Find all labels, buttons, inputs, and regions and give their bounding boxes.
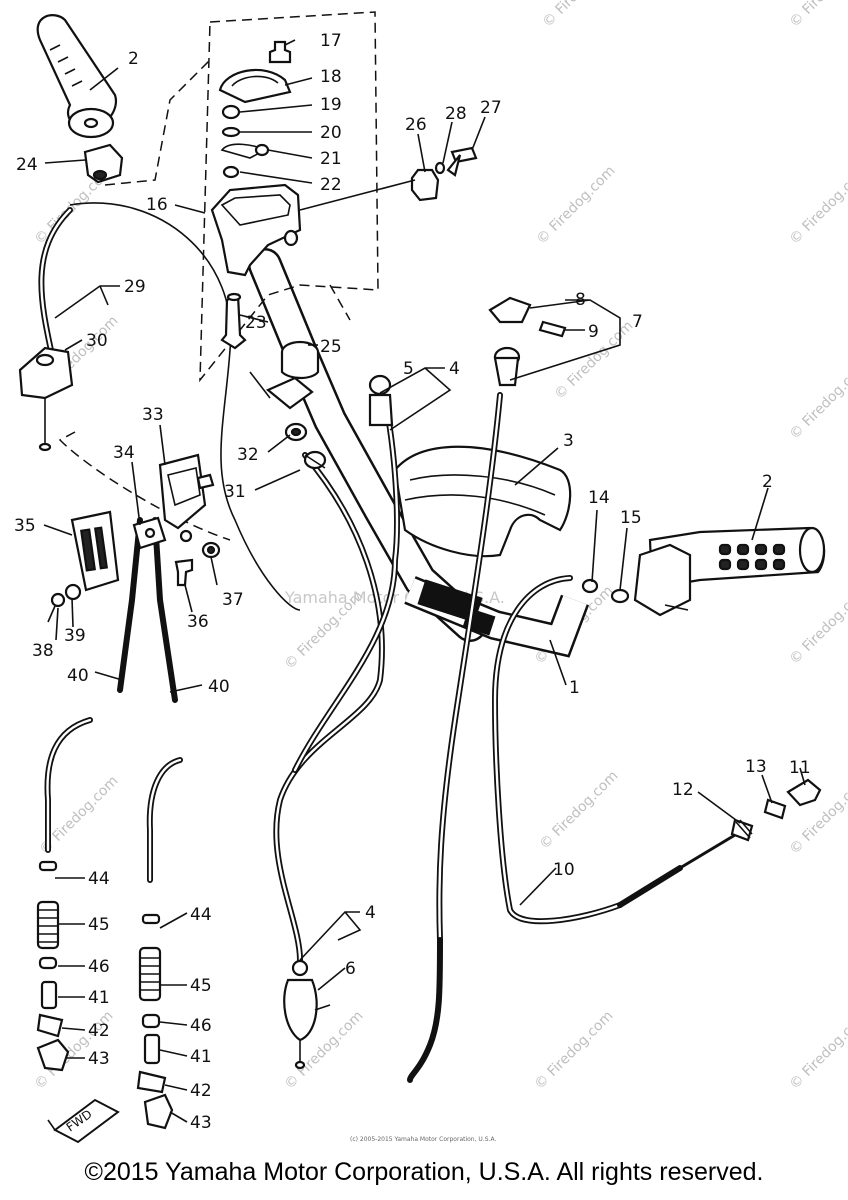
callout-6: 6 (345, 959, 356, 979)
handlebar (248, 248, 590, 658)
left-switch (132, 453, 215, 550)
callout-16: 16 (146, 195, 168, 215)
callout-27: 27 (480, 98, 502, 118)
callout-13: 13 (745, 757, 767, 777)
callout-34: 34 (113, 443, 135, 463)
callout-9: 9 (588, 322, 599, 342)
watermark-small: (c) 2005-2015 Yamaha Motor Corporation, … (350, 1136, 496, 1143)
watermark-text: © Firedog.com (787, 163, 848, 248)
throttle-stop (249, 340, 320, 410)
callout-12: 12 (672, 780, 694, 800)
callout-labels: 2 17 18 19 20 21 22 24 16 26 28 27 29 30… (14, 31, 811, 1133)
grip-ribs (718, 543, 786, 571)
callout-26: 26 (405, 115, 427, 135)
bracket-8-9 (488, 296, 567, 338)
callout-31: 31 (224, 482, 246, 502)
callout-4: 4 (365, 903, 376, 923)
throttle-housing (210, 183, 302, 350)
callout-43: 43 (190, 1113, 212, 1133)
callout-18: 18 (320, 67, 342, 87)
callout-36: 36 (187, 612, 209, 632)
fwd-arrow: FWD (47, 1098, 120, 1144)
cable-bottom-left (36, 717, 183, 1130)
callout-14: 14 (588, 488, 610, 508)
callout-43: 43 (88, 1049, 110, 1069)
callout-39: 39 (64, 626, 86, 646)
callout-42: 42 (88, 1021, 110, 1041)
callout-33: 33 (142, 405, 164, 425)
callout-45: 45 (190, 976, 212, 996)
callout-21: 21 (320, 149, 342, 169)
leader-lines (43, 39, 806, 1123)
callout-3: 3 (563, 431, 574, 451)
callout-19: 19 (320, 95, 342, 115)
callout-25: 25 (320, 337, 342, 357)
lever-parts (730, 778, 822, 842)
callout-1: 1 (569, 678, 580, 698)
cable-adjuster (18, 346, 74, 452)
cable-end-6 (283, 959, 331, 1070)
callout-29: 29 (124, 277, 146, 297)
watermark-text: © Firedog.com (787, 358, 848, 443)
watermark-text: © Firedog.com (787, 583, 848, 668)
copyright-footer: ©2015 Yamaha Motor Corporation, U.S.A. A… (84, 1158, 764, 1186)
cover-parts (218, 40, 292, 179)
callout-35: 35 (14, 516, 36, 536)
watermark-text: © Firedog.com (537, 768, 622, 853)
screws-38-39 (47, 583, 82, 623)
callout-30: 30 (86, 331, 108, 351)
cables (38, 202, 736, 1083)
callout-28: 28 (445, 104, 467, 124)
callout-40: 40 (208, 677, 230, 697)
cable-end-5 (368, 346, 521, 427)
callout-10: 10 (553, 860, 575, 880)
screws-37-36 (174, 541, 221, 587)
callout-37: 37 (222, 590, 244, 610)
callout-7: 7 (632, 312, 643, 332)
callout-44: 44 (190, 905, 212, 925)
throttle-lever (284, 422, 327, 470)
right-grip (581, 526, 826, 617)
watermark-text: © Firedog.com (787, 0, 848, 31)
callout-17: 17 (320, 31, 342, 51)
callout-40: 40 (67, 666, 89, 686)
switch-panel (70, 510, 120, 592)
watermark-text: © Firedog.com (540, 0, 625, 31)
dashed-group-lines (58, 11, 379, 541)
left-grip (36, 14, 118, 139)
watermark-text: © Firedog.com (787, 1008, 848, 1093)
callout-46: 46 (88, 957, 110, 977)
callout-42: 42 (190, 1081, 212, 1101)
callout-22: 22 (320, 175, 342, 195)
callout-23: 23 (245, 313, 267, 333)
callout-41: 41 (190, 1047, 212, 1067)
callout-4: 4 (449, 359, 460, 379)
grip-collar (83, 143, 124, 184)
callout-46: 46 (190, 1016, 212, 1036)
callout-24: 24 (16, 155, 38, 175)
callout-32: 32 (237, 445, 259, 465)
callout-5: 5 (403, 359, 414, 379)
watermark-text: © Firedog.com (532, 1008, 617, 1093)
handlebar-cover (393, 445, 572, 558)
callout-45: 45 (88, 915, 110, 935)
callout-8: 8 (575, 290, 586, 310)
callout-11: 11 (789, 758, 811, 778)
callout-38: 38 (32, 641, 54, 661)
parts-diagram: © Firedog.com © Firedog.com © Firedog.co… (14, 0, 848, 1144)
callout-2: 2 (762, 472, 773, 492)
callout-44: 44 (88, 869, 110, 889)
watermark-text: © Firedog.com (787, 773, 848, 858)
callout-15: 15 (620, 508, 642, 528)
callout-20: 20 (320, 123, 342, 143)
pivot-parts (410, 146, 478, 202)
callout-2: 2 (128, 49, 139, 69)
callout-41: 41 (88, 988, 110, 1008)
watermark-text: © Firedog.com (534, 163, 619, 248)
